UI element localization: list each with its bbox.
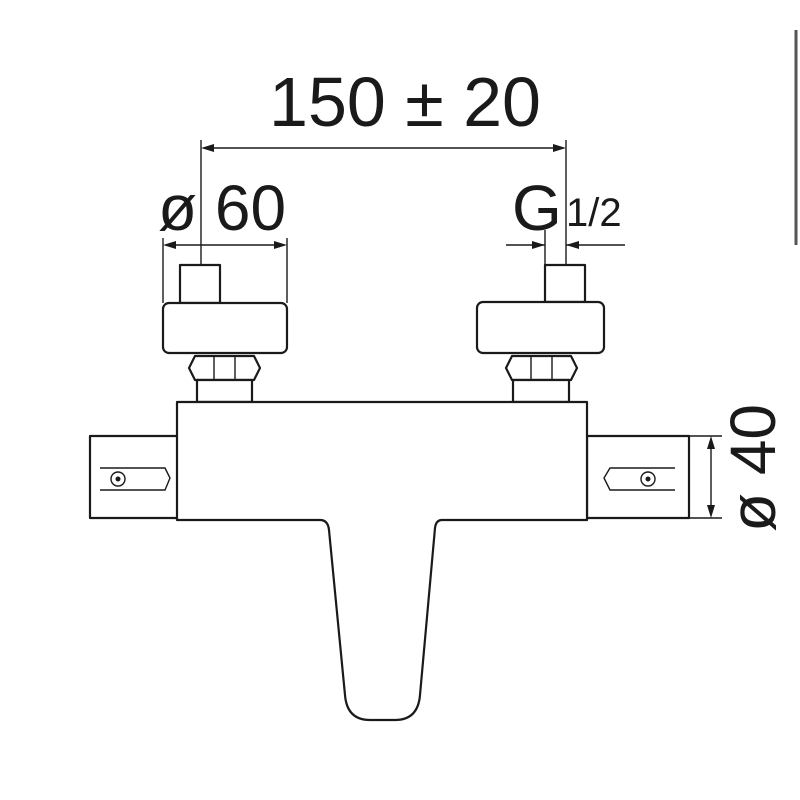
body-diameter-label: ø 40 — [717, 404, 789, 532]
dim-center-distance: 150 ± 20 — [200, 63, 567, 265]
right-inlet — [475, 263, 606, 404]
center-distance-label: 150 ± 20 — [269, 63, 541, 141]
dim-body-diameter: ø 40 — [689, 404, 789, 532]
left-end-knob — [88, 434, 180, 520]
right-cover-nut — [475, 300, 606, 355]
right-end-knob — [585, 434, 691, 520]
left-cover-nut — [161, 301, 289, 355]
right-pipe-stub — [543, 263, 587, 304]
left-pipe-stub — [178, 263, 222, 305]
thread-prefix-label: G — [512, 172, 562, 244]
right-fitting — [511, 378, 571, 404]
left-hex-nut — [187, 354, 262, 382]
nut-diameter-label: ø 60 — [158, 172, 286, 244]
left-screw-icon — [110, 471, 126, 487]
dim-nut-diameter: ø 60 — [158, 172, 288, 303]
left-fitting — [195, 378, 254, 404]
mixer-body — [175, 400, 589, 722]
thread-fraction-label: 1/2 — [566, 191, 622, 235]
dim-thread: G 1/2 — [506, 172, 625, 265]
right-screw-icon — [640, 471, 656, 487]
right-hex-nut — [504, 354, 579, 382]
left-inlet — [161, 263, 289, 404]
